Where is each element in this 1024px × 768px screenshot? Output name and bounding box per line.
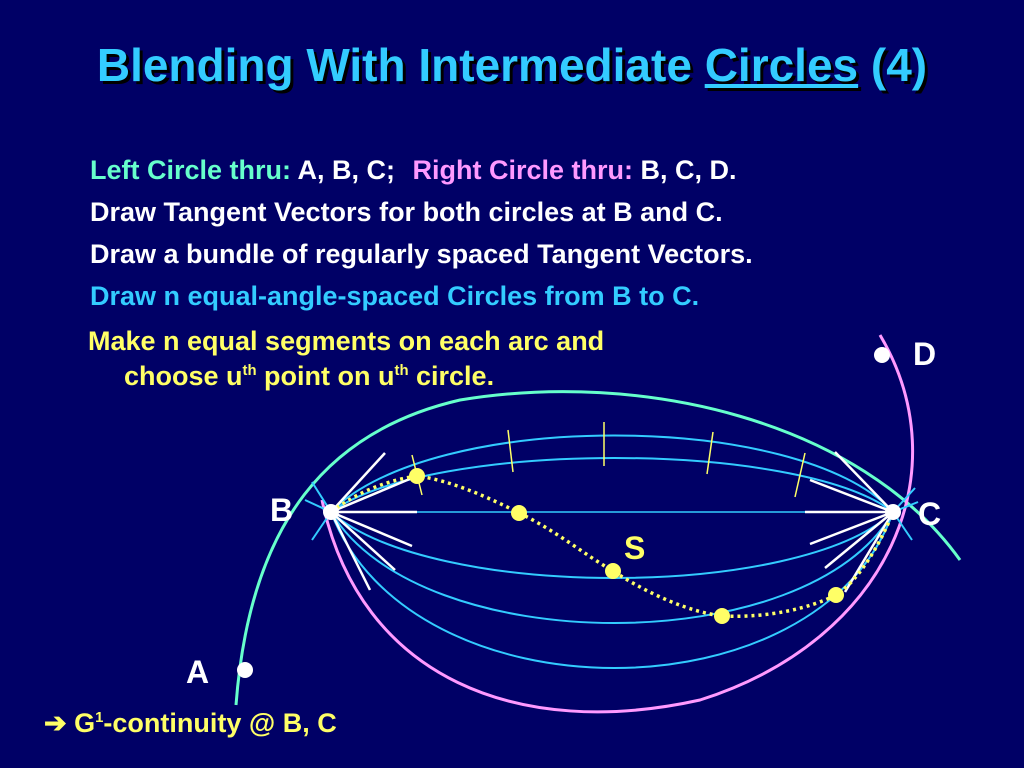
point-d: [874, 347, 890, 363]
left-circle-arc: [234, 390, 962, 706]
point-b: [323, 504, 339, 520]
footer-g: G: [74, 708, 96, 738]
title-underlined-word: Circles: [704, 39, 859, 91]
right-circle-points: B, C, D.: [640, 155, 737, 185]
intermediate-circles: [330, 434, 894, 669]
line6-part-c: circle.: [408, 361, 495, 391]
label-s: S: [624, 530, 646, 566]
tick-2: [507, 429, 514, 473]
intermediate-arc-2: [330, 457, 894, 513]
tangent-c-2: [809, 478, 894, 514]
right-circle-arc: [320, 334, 914, 714]
footer-superscript: 1: [95, 710, 104, 726]
tick-4: [706, 431, 714, 475]
intermediate-arc-1: [330, 434, 894, 513]
tangent-c-4: [824, 511, 894, 569]
curve-point-3: [605, 563, 621, 579]
tangent-b-4: [330, 511, 396, 571]
tangent-b-3: [330, 510, 413, 548]
left-circle-points: A, B, C;: [297, 155, 396, 185]
curve-point-1: [409, 468, 425, 484]
instruction-line-5: Make n equal segments on each arc and: [88, 326, 605, 356]
tangent-bundle-b: [329, 452, 417, 591]
label-c: C: [918, 496, 942, 532]
curve-points: [409, 468, 844, 624]
instruction-line-3: Draw a bundle of regularly spaced Tangen…: [90, 239, 753, 269]
page-title: Blending With Intermediate Circles (4): [0, 38, 1024, 92]
line6-superscript-2: th: [394, 363, 409, 379]
label-a: A: [186, 654, 210, 690]
instruction-line-6: choose uth point on uth circle.: [124, 361, 494, 392]
point-c: [885, 504, 901, 520]
label-b: B: [270, 492, 294, 528]
title-suffix: (4): [870, 39, 928, 91]
intermediate-arc-5: [330, 511, 894, 669]
tangent-b-2: [330, 476, 413, 514]
tangent-c-5: [843, 511, 895, 593]
instruction-line-1: Left Circle thru: A, B, C; Right Circle …: [90, 155, 737, 186]
tick-5: [794, 452, 806, 498]
tangent-b-6: [330, 452, 386, 513]
segment-ticks: [411, 422, 806, 498]
arrow-icon: ➔: [44, 708, 67, 738]
line6-superscript-1: th: [242, 363, 257, 379]
instruction-line-4: Draw n equal-angle-spaced Circles from B…: [90, 281, 700, 311]
tangent-bundle-c: [805, 451, 895, 593]
intermediate-arc-4: [330, 511, 894, 624]
left-circle-label: Left Circle thru:: [90, 155, 292, 185]
line6-part-a: choose u: [124, 361, 243, 391]
tangent-b-5: [329, 511, 372, 591]
footer-continuity: ➔ G1-continuity @ B, C: [44, 708, 337, 739]
title-prefix: Blending With Intermediate: [96, 39, 692, 91]
line6-part-b: point on u: [256, 361, 395, 391]
curve-point-5: [828, 587, 844, 603]
control-points: [237, 347, 901, 678]
curve-point-2: [511, 505, 527, 521]
curve-point-4: [714, 608, 730, 624]
instruction-line-2: Draw Tangent Vectors for both circles at…: [90, 197, 723, 227]
point-a: [237, 662, 253, 678]
blended-curve-s: [329, 474, 895, 619]
footer-text: -continuity @ B, C: [103, 708, 337, 738]
tangent-c-3: [809, 510, 894, 546]
label-d: D: [913, 336, 937, 372]
right-circle-label: Right Circle thru:: [412, 155, 634, 185]
tangent-c-6: [834, 451, 894, 513]
